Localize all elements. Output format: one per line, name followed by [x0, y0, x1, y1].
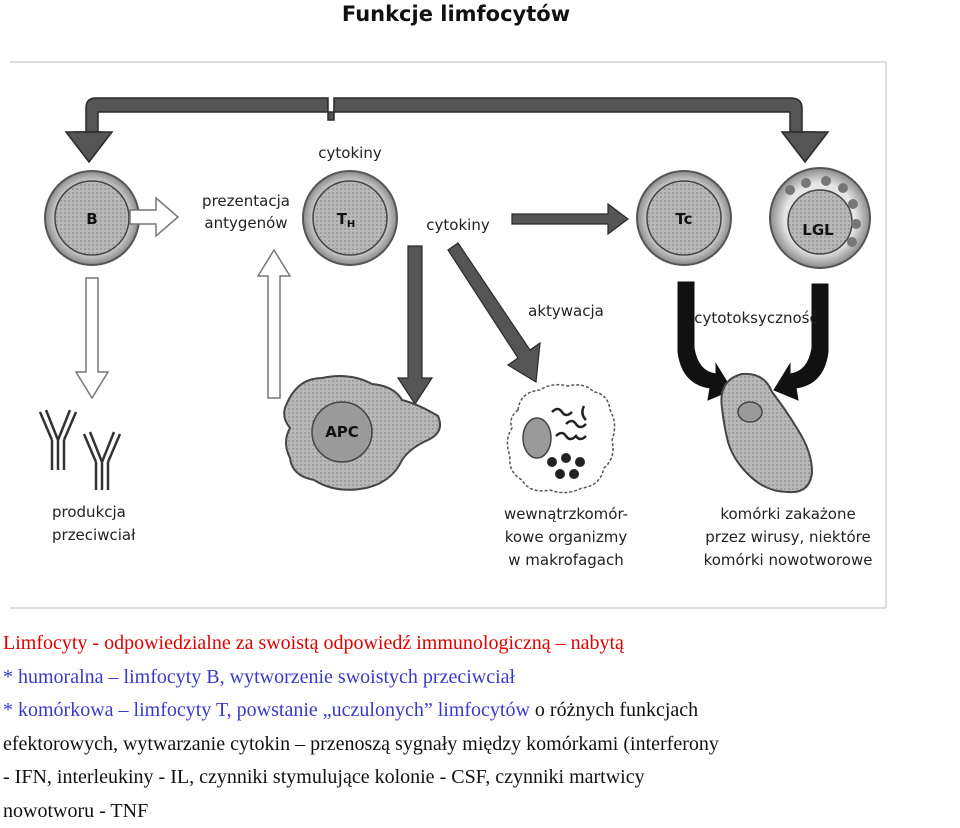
top-cytokine-arrow: [66, 98, 828, 162]
caption-line-3-dark: o różnych funkcjach: [535, 699, 698, 721]
tc-cell-label: Tc: [675, 210, 692, 228]
b-cell: B: [45, 171, 139, 265]
label-prezentacja-1: prezentacja: [202, 192, 290, 210]
arrowhead-right: [782, 132, 828, 162]
lgl-cell: LGL: [770, 168, 870, 268]
lgl-granule: [851, 219, 861, 229]
hollow-arrow-antibodies: [76, 278, 108, 398]
infected-cell: [721, 374, 812, 492]
label-komorki-3: komórki nowotworowe: [704, 551, 873, 569]
caption-text: Limfocyty - odpowiedzialne za swoistą od…: [3, 627, 958, 828]
arrow-to-tc: [512, 204, 628, 234]
hollow-arrow-antigen-presentation: [258, 250, 290, 398]
lymphocyte-functions-diagram: Funkcje limfocytów cytokiny B prezentacj…: [0, 0, 960, 620]
caption-line-1: Limfocyty - odpowiedzialne za swoistą od…: [3, 627, 958, 661]
lgl-granule: [848, 199, 858, 209]
diagram-title: Funkcje limfocytów: [342, 2, 570, 26]
arrowhead-left: [66, 132, 112, 162]
lgl-granule: [785, 185, 795, 195]
label-produkcja-1: produkcja: [52, 503, 126, 521]
label-wewnatrz-3: w makrofagach: [508, 551, 623, 569]
label-cytokiny-top: cytokiny: [318, 144, 382, 162]
label-produkcja-2: przeciwciał: [52, 526, 136, 544]
label-cytokiny-mid: cytokiny: [426, 216, 490, 234]
arrow-to-macrophage: [448, 243, 540, 382]
apc-cell-label: APC: [325, 423, 359, 441]
caption-line-3-blue: * komórkowa – limfocyty T, powstanie „uc…: [3, 699, 535, 721]
label-prezentacja-2: antygenów: [204, 214, 287, 232]
arrow-lgl-cytotoxic: [774, 284, 828, 400]
antibody-icon: [40, 410, 76, 470]
label-komorki-2: przez wirusy, niektóre: [705, 528, 870, 546]
th-cell: TH: [303, 171, 397, 265]
caption-line-4: efektorowych, wytwarzanie cytokin – prze…: [3, 728, 958, 762]
lgl-granule: [801, 178, 811, 188]
caption-line-5: - IFN, interleukiny - IL, czynniki stymu…: [3, 761, 958, 795]
b-cell-label: B: [86, 210, 97, 228]
label-aktywacja: aktywacja: [528, 302, 604, 320]
arrow-tc-cytotoxic: [678, 282, 732, 400]
caption-line-3: * komórkowa – limfocyty T, powstanie „uc…: [3, 694, 958, 728]
tc-cell: Tc: [637, 171, 731, 265]
macrophage-cell: [507, 385, 614, 493]
label-wewnatrz-1: wewnątrzkomór-: [504, 505, 628, 523]
arrow-th-to-apc: [398, 246, 432, 404]
lgl-granule: [821, 176, 831, 186]
caption-line-6: nowotworu - TNF: [3, 795, 958, 828]
caption-line-2: * humoralna – limfocyty B, wytworzenie s…: [3, 661, 958, 695]
lgl-granule: [838, 183, 848, 193]
label-wewnatrz-2: kowe organizmy: [505, 528, 628, 546]
label-cytotoksycznosc: cytotoksyczność: [694, 309, 818, 327]
label-komorki-1: komórki zakażone: [720, 505, 855, 523]
lgl-cell-label: LGL: [802, 221, 834, 239]
antibody-icon: [84, 432, 120, 490]
lgl-granule: [847, 237, 857, 247]
